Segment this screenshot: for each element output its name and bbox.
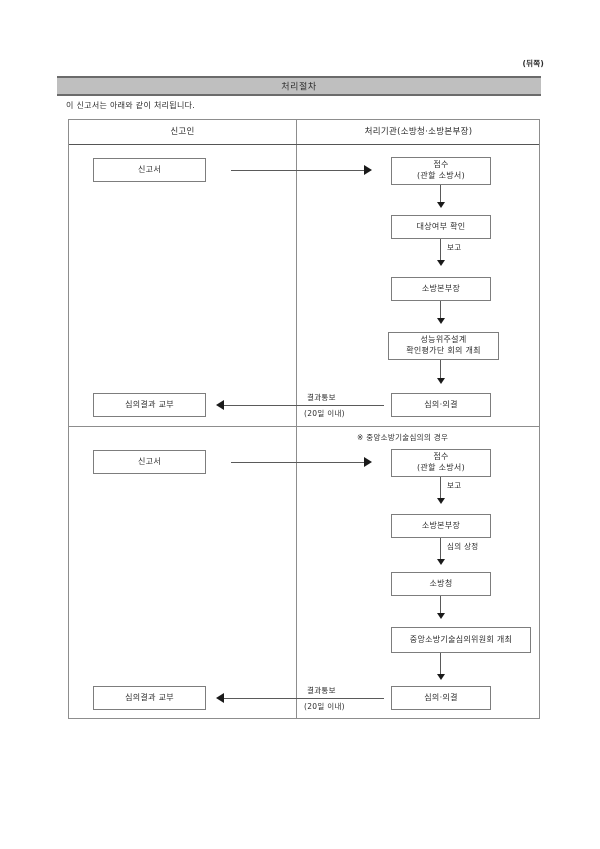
intro-text: 이 신고서는 아래와 같이 처리됩니다. — [66, 101, 196, 110]
section-title-bar: 처리절차 — [57, 76, 541, 96]
s1-notify-label-line2: (20일 이내) — [304, 409, 345, 418]
s2-notify-arrow — [216, 693, 224, 703]
s2-arrow-2 — [437, 559, 445, 565]
s2-agency-box: 소방청 — [391, 572, 491, 596]
s1-receipt-box: 접수 (관할 소방서) — [391, 157, 491, 185]
process-flow-table: 신고인 처리기관(소방청·소방본부장) 신고서 접수 (관할 소방서) 대상여부… — [68, 119, 540, 719]
s1-submit-connector — [231, 170, 364, 171]
s1-arrow-3 — [437, 318, 445, 324]
s1-arrow-2 — [437, 260, 445, 266]
s1-fire-chief-box: 소방본부장 — [391, 277, 491, 301]
section-divider — [69, 426, 539, 427]
s2-submit-connector — [231, 462, 364, 463]
s1-report-label: 보고 — [447, 243, 462, 252]
s1-submit-arrow — [364, 165, 372, 175]
s2-decision-box: 심의·의결 — [391, 686, 491, 710]
s2-committee-box: 중앙소방기술심의위원회 개최 — [391, 627, 531, 653]
s1-application-box: 신고서 — [93, 158, 206, 182]
s2-connector-4 — [440, 653, 441, 675]
s2-fire-chief-box: 소방본부장 — [391, 514, 491, 538]
corner-mark: (뒤쪽) — [522, 59, 544, 68]
s2-connector-3 — [440, 596, 441, 614]
s2-arrow-1 — [437, 498, 445, 504]
s2-notify-connector — [224, 698, 384, 699]
s1-evaluation-meeting-box: 성능위주설계 확인평가단 회의 개최 — [388, 332, 499, 360]
s2-arrow-3 — [437, 613, 445, 619]
s1-notify-connector — [224, 405, 384, 406]
s1-notify-label-line1: 결과통보 — [307, 393, 336, 402]
s2-result-box: 심의결과 교부 — [93, 686, 206, 710]
s2-notify-label-line1: 결과통보 — [307, 686, 336, 695]
s1-arrow-4 — [437, 378, 445, 384]
column-divider — [296, 120, 297, 718]
s1-connector-3 — [440, 301, 441, 319]
s2-note: ※ 중앙소방기술심의의 경우 — [357, 433, 449, 442]
s1-arrow-1 — [437, 202, 445, 208]
column-header-agency: 처리기관(소방청·소방본부장) — [364, 127, 473, 137]
s1-decision-box: 심의·의결 — [391, 393, 491, 417]
s2-submit-label: 심의 상정 — [447, 542, 479, 551]
s2-application-box: 신고서 — [93, 450, 206, 474]
s2-submit-arrow — [364, 457, 372, 467]
s2-connector-1 — [440, 477, 441, 499]
s1-eligibility-box: 대상여부 확인 — [391, 215, 491, 239]
s2-receipt-box: 접수 (관할 소방서) — [391, 449, 491, 477]
header-divider — [69, 144, 539, 145]
s2-connector-2 — [440, 538, 441, 560]
s1-notify-arrow — [216, 400, 224, 410]
page-title: 처리절차 — [281, 82, 317, 93]
s2-arrow-4 — [437, 674, 445, 680]
s1-connector-2 — [440, 239, 441, 261]
s2-notify-label-line2: (20일 이내) — [304, 702, 345, 711]
s1-connector-1 — [440, 185, 441, 203]
s1-result-box: 심의결과 교부 — [93, 393, 206, 417]
column-header-applicant: 신고인 — [170, 127, 195, 137]
s1-connector-4 — [440, 360, 441, 379]
s2-report-label: 보고 — [447, 481, 462, 490]
